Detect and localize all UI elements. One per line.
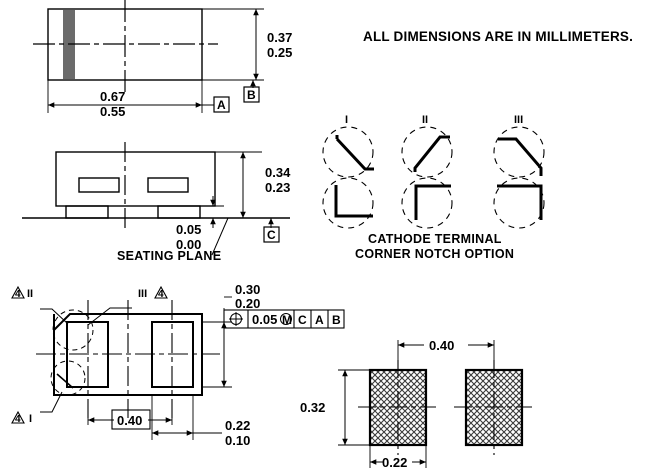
notch-circle <box>322 126 374 178</box>
datum-a-label: A <box>217 98 226 112</box>
side-view-group <box>22 142 290 256</box>
land-pad-width-label: 0.22 <box>382 455 407 470</box>
bottom-view-pitch: 0.40 <box>117 413 142 428</box>
flag-II-leader <box>40 308 69 325</box>
top-view-group <box>33 0 264 113</box>
note-flag-triangle-III <box>154 285 168 299</box>
datum-a-box <box>213 96 230 113</box>
bottom-view-group <box>11 285 345 440</box>
notch-option-II-top <box>401 126 453 178</box>
standoff-max: 0.05 <box>176 222 201 237</box>
note-flag-triangle-I <box>11 410 25 424</box>
flag-roman-III: III <box>138 288 147 300</box>
flag-roman-I: I <box>29 413 32 425</box>
notch-square-III <box>497 184 543 220</box>
side-view-terminal-right <box>157 205 201 219</box>
feature-control-frame <box>223 309 345 329</box>
note-flag-number-II: 4 <box>15 289 21 300</box>
fcf-material-modifier: M <box>282 313 292 327</box>
note-flag-number-I: 4 <box>15 414 21 425</box>
notch-circle <box>401 177 453 229</box>
land-pattern-group <box>338 340 532 468</box>
notch-circle <box>322 177 374 229</box>
notch-detail-circle-top <box>52 309 94 351</box>
notch-option-II-bottom <box>401 177 453 229</box>
top-view-width-max: 0.67 <box>100 89 125 104</box>
fcf-datum-c: C <box>298 313 307 327</box>
seating-plane-leader <box>211 217 229 256</box>
datum-c-box <box>263 226 280 243</box>
terminal-length-max: 0.30 <box>235 282 260 297</box>
notch-option-III-bottom <box>493 177 545 229</box>
notch-option-II-label: II <box>422 114 428 126</box>
notch-square-II <box>414 184 451 220</box>
notch-chamfer-line <box>56 373 74 389</box>
side-view-body <box>55 151 216 207</box>
land-pad-height-label: 0.32 <box>300 400 325 415</box>
terminal-width-max: 0.22 <box>225 418 250 433</box>
notch-options-group <box>322 126 545 229</box>
notch-option-III-label: III <box>514 114 523 126</box>
notch-circle <box>493 177 545 229</box>
basic-dim-box <box>111 409 151 430</box>
side-view-marking-left <box>78 177 120 193</box>
fcf-datum-a: A <box>315 313 324 327</box>
notch-detail-circle-bottom <box>50 360 86 396</box>
top-view-height-max: 0.37 <box>267 30 292 45</box>
notch-option-I-top <box>322 126 374 178</box>
notch-square-I <box>334 185 373 218</box>
standoff-min: 0.00 <box>176 237 201 252</box>
top-view-height-min: 0.25 <box>267 45 292 60</box>
notch-option-I-bottom <box>322 177 374 229</box>
notch-circle <box>401 126 453 178</box>
top-view-width-min: 0.55 <box>100 104 125 119</box>
note-flag-triangle-II <box>11 285 25 299</box>
flag-roman-II: II <box>27 288 33 300</box>
terminal-width-min: 0.10 <box>225 433 250 448</box>
notch-profile-I <box>335 135 374 171</box>
notch-caption-line1: CATHODE TERMINAL <box>368 232 502 246</box>
seating-plane-label: SEATING PLANE <box>117 249 221 263</box>
units-note: ALL DIMENSIONS ARE IN MILLIMETERS. <box>363 29 633 44</box>
datum-b-box <box>243 86 260 103</box>
notch-caption-line2: CORNER NOTCH OPTION <box>355 247 514 261</box>
fcf-datum-b: B <box>332 313 341 327</box>
side-view-height-min: 0.23 <box>265 180 290 195</box>
notch-option-III-top <box>493 126 545 178</box>
notch-circle <box>493 126 545 178</box>
flag-I-leader <box>40 391 63 413</box>
note-flag-number-III: 4 <box>158 289 164 300</box>
side-view-marking-right <box>147 177 189 193</box>
side-view-height-max: 0.34 <box>265 165 291 180</box>
notch-profile-II <box>413 135 450 172</box>
datum-b-label: B <box>247 88 256 102</box>
land-pitch-label: 0.40 <box>429 338 454 353</box>
flag-III-leader <box>87 307 132 326</box>
side-view-terminal-left <box>65 205 109 219</box>
notch-profile-III <box>498 137 543 176</box>
datum-c-label: C <box>267 228 276 242</box>
fcf-tolerance: 0.05 <box>252 312 277 327</box>
terminal-length-min: 0.20 <box>235 296 260 311</box>
notch-option-I-label: I <box>345 114 348 126</box>
